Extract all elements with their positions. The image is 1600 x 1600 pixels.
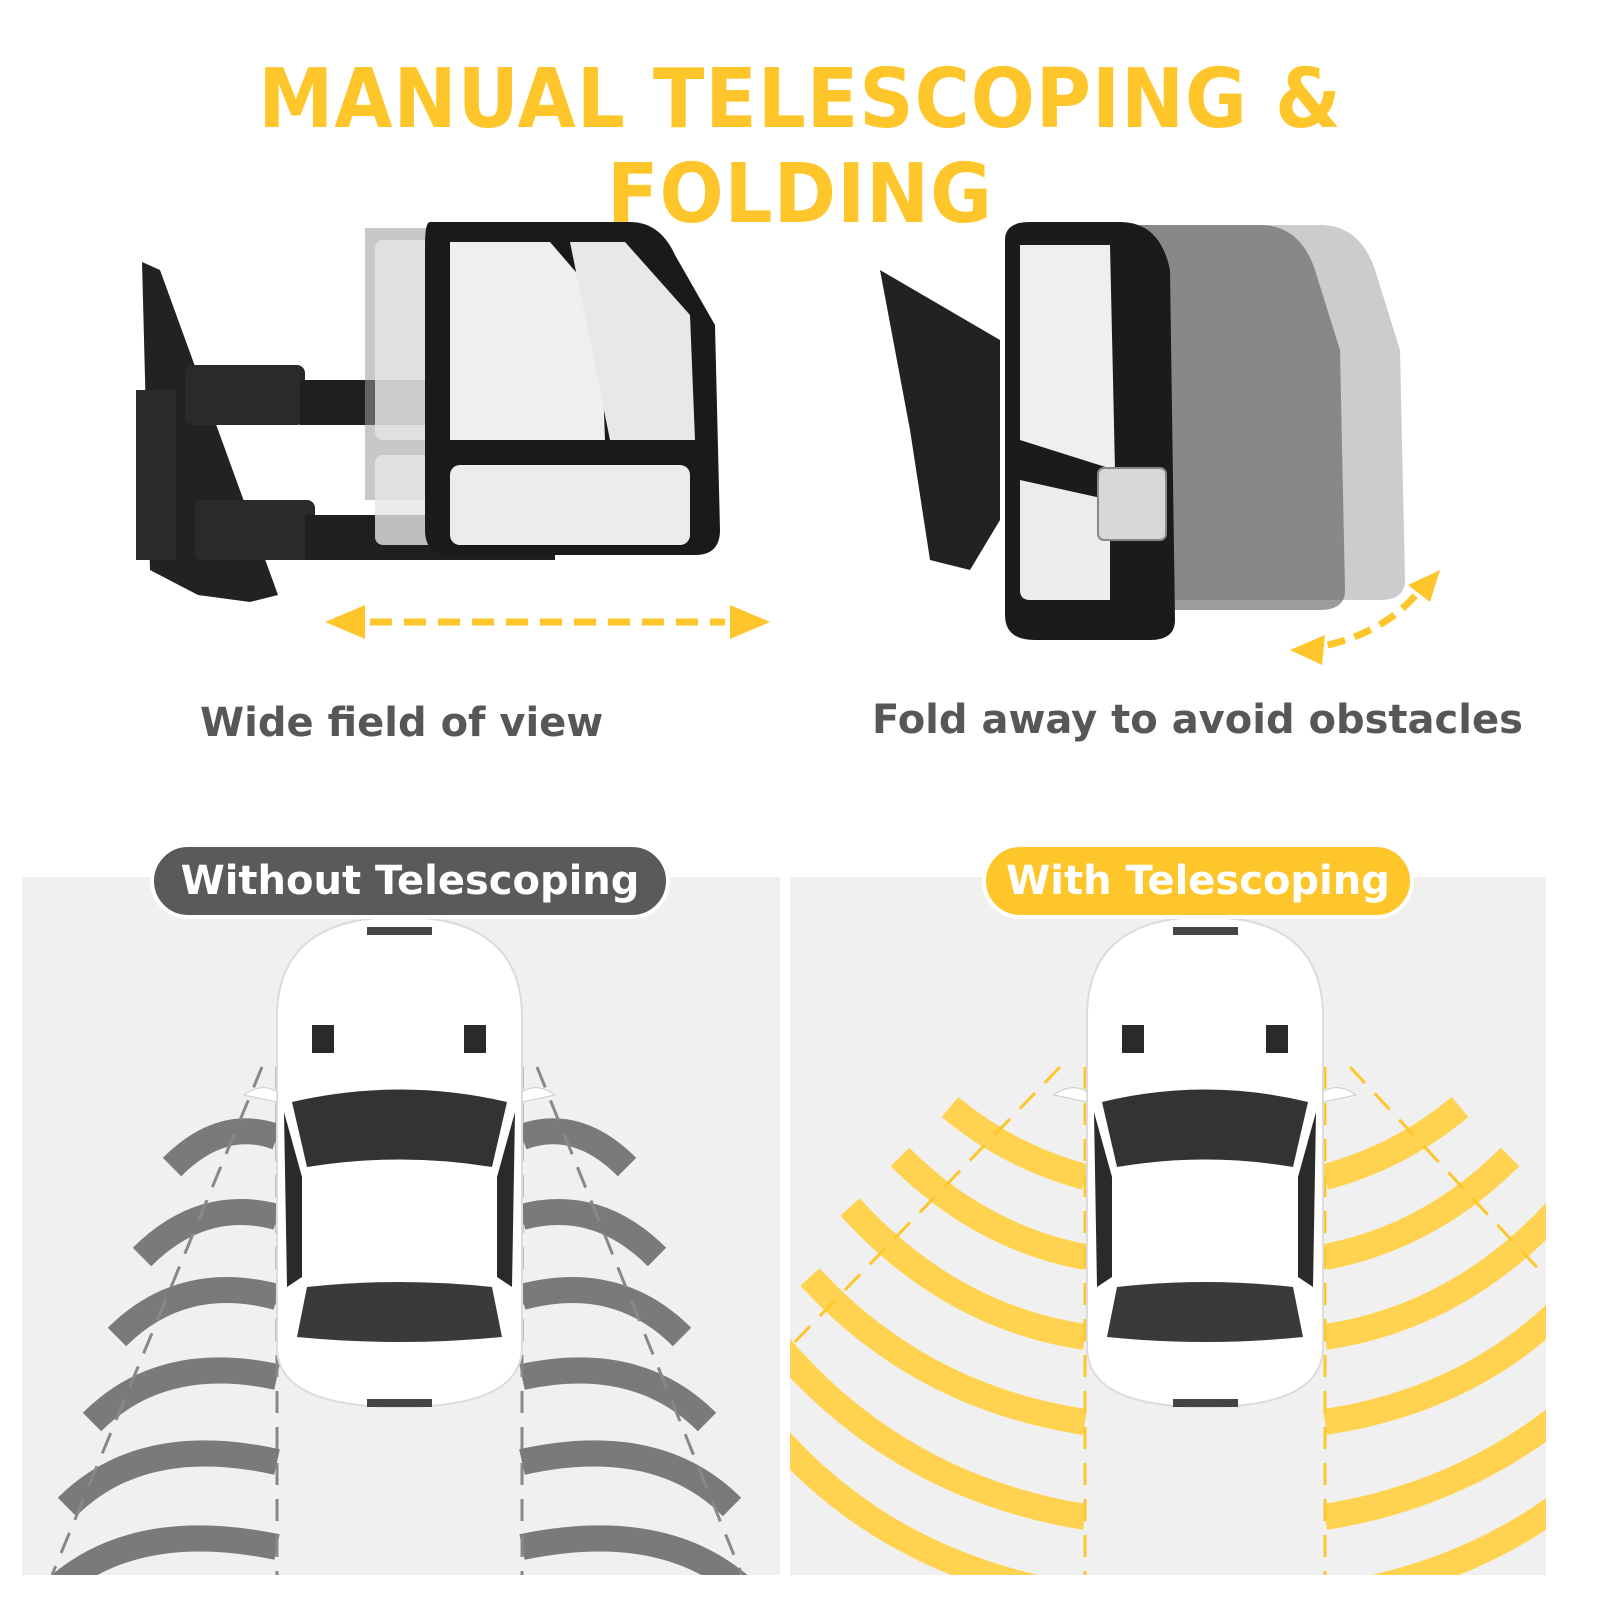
page-title: MANUAL TELESCOPING & FOLDING <box>258 52 1342 242</box>
narrow-view-diagram-icon <box>50 915 748 1575</box>
car-icon <box>242 915 557 1409</box>
feature-caption-wide-view: Wide field of view <box>200 700 604 746</box>
without-telescoping-label: Without Telescoping <box>150 843 670 919</box>
with-telescoping-label: With Telescoping <box>982 843 1414 919</box>
with-telescoping-panel <box>790 877 1546 1575</box>
without-telescoping-panel <box>22 877 780 1575</box>
feature-caption-fold-away: Fold away to avoid obstacles <box>872 697 1523 743</box>
car-icon <box>1052 915 1358 1409</box>
folding-mirror-icon <box>880 222 1440 665</box>
telescoping-mirror-icon <box>136 222 770 639</box>
wide-view-diagram-icon <box>790 915 1546 1575</box>
